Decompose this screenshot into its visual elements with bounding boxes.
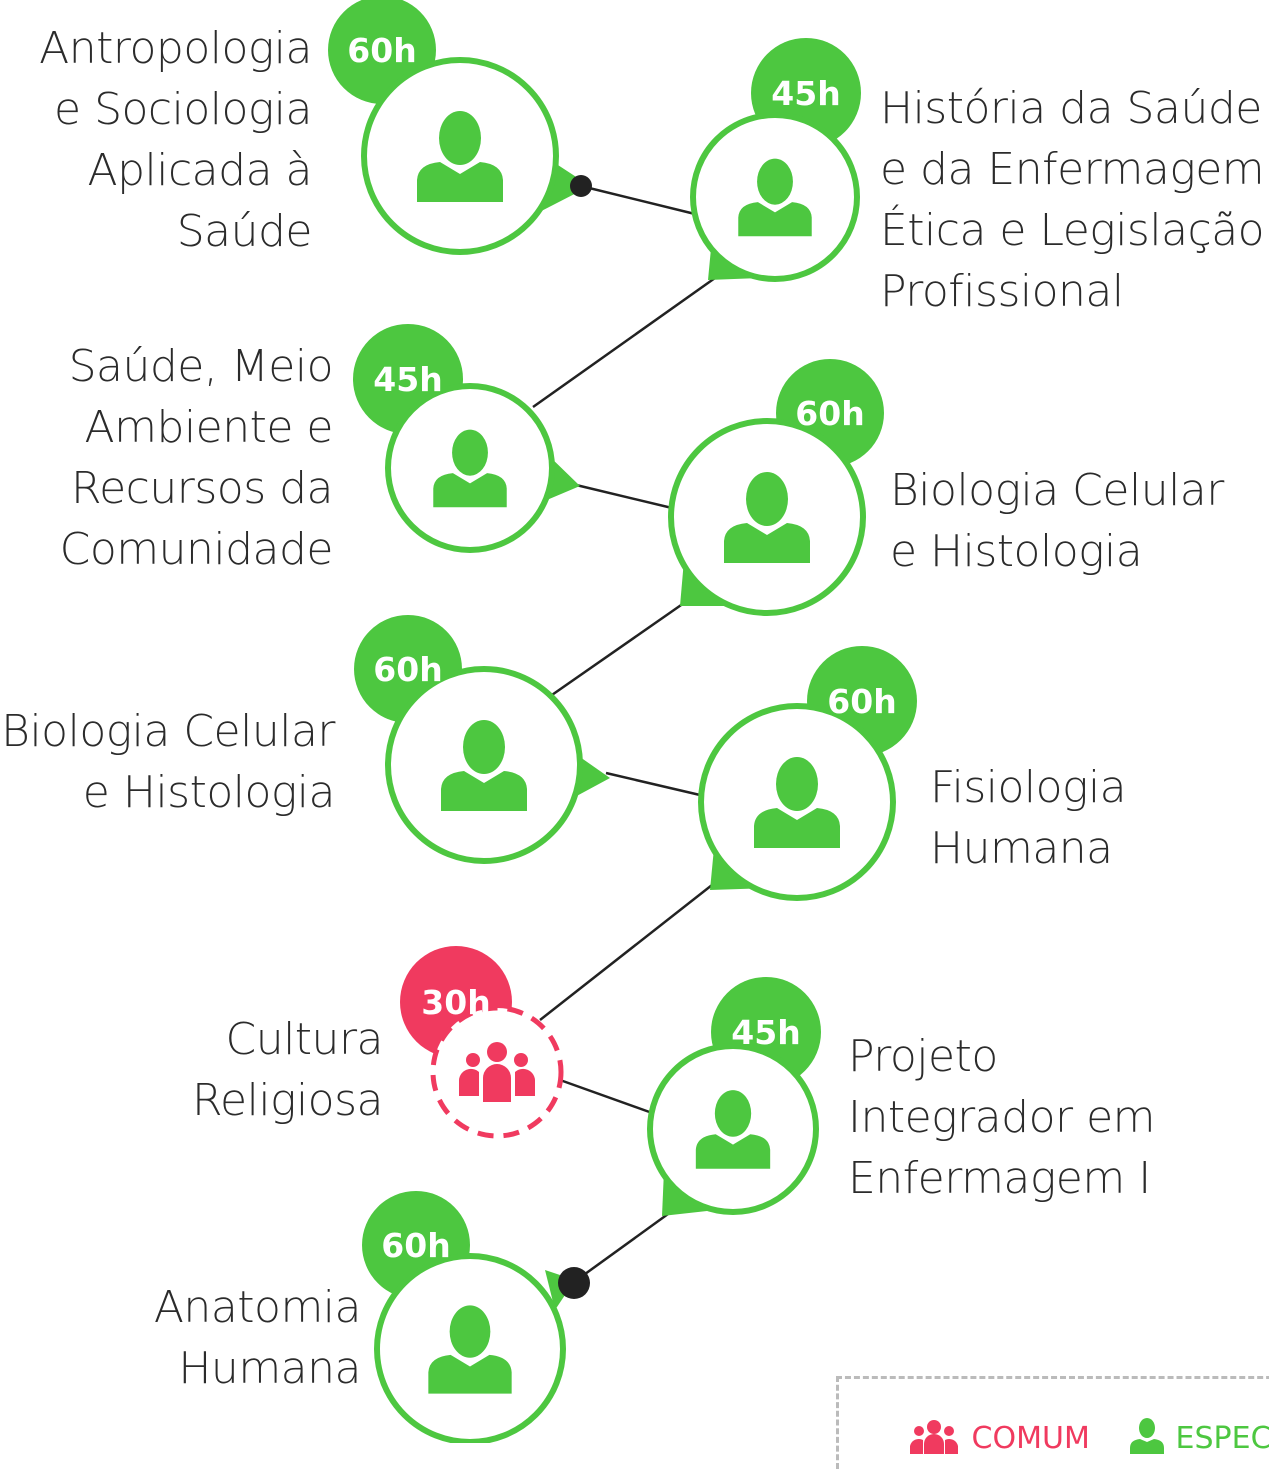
hours-label: 60h [827, 682, 896, 721]
person-icon [776, 757, 818, 811]
person-body [738, 202, 812, 237]
node-biologia-1: 60h [668, 359, 884, 616]
person-icon [1130, 1418, 1164, 1454]
legend-especifica-label: ESPEC [1175, 1421, 1269, 1456]
person-icon [746, 472, 788, 526]
legend-comum-label: COMUM [971, 1421, 1090, 1456]
hours-label: 60h [795, 394, 864, 433]
person-icon [757, 158, 793, 205]
label-line: Antropologia [39, 23, 312, 74]
group-icon [910, 1420, 958, 1454]
label-line: Aplicada à [87, 145, 313, 196]
person-icon [463, 720, 505, 774]
connector-line [548, 601, 685, 699]
label-line: Enfermagem I [848, 1153, 1151, 1204]
label-line: Cultura [225, 1014, 383, 1065]
label-line: Saúde, Meio [68, 341, 334, 392]
label-line: e da Enfermagem, [880, 144, 1269, 195]
connector-line [539, 884, 713, 1021]
person-body [417, 162, 503, 202]
label-line: Biologia Celular [890, 465, 1224, 516]
node-fisiologia: 60h [698, 646, 917, 901]
hours-label: 45h [731, 1013, 800, 1052]
group-icon [487, 1042, 507, 1062]
label-line: e Sociologia [54, 84, 312, 135]
connector-line [571, 482, 673, 510]
hours-label: 30h [421, 983, 490, 1022]
person-body [695, 1134, 771, 1169]
person-body [428, 1354, 512, 1394]
connector-dot [570, 175, 592, 197]
person-body [433, 473, 507, 508]
node-historia: 45h [690, 38, 861, 282]
label-line: Religiosa [191, 1075, 384, 1126]
label-line: Anatomia [153, 1282, 362, 1333]
legend-especifica: ESPEC [1128, 1418, 1269, 1459]
label-line: Profissional [880, 266, 1124, 317]
person-icon [439, 111, 481, 165]
person-icon [714, 1090, 752, 1137]
label-line: Biologia Celular [1, 706, 335, 757]
connector-line [580, 184, 696, 216]
node-cultura: 30h [400, 946, 564, 1139]
label-line: História da Saúde [880, 83, 1262, 134]
hours-label: 60h [381, 1226, 450, 1265]
connector-dot [558, 1267, 590, 1299]
group-head-right [514, 1053, 528, 1067]
label-line: e Histologia [890, 526, 1143, 577]
label-line: Humana [930, 823, 1113, 874]
person-icon [452, 429, 488, 476]
label-biologia-2: Biologia Celular e Histologia [1, 701, 335, 823]
label-historia: História da Saúde e da Enfermagem, Ética e… [880, 78, 1269, 322]
label-biologia-1: Biologia Celular e Histologia [890, 460, 1224, 582]
hours-label: 60h [373, 650, 442, 689]
label-line: Fisiologia [930, 762, 1127, 813]
hours-label: 45h [373, 360, 442, 399]
connector-line [605, 771, 701, 797]
person-body [754, 808, 840, 848]
node-projeto: 45h [647, 977, 821, 1216]
hours-label: 45h [771, 74, 840, 113]
person-body [724, 523, 810, 563]
group-body-center [483, 1064, 511, 1102]
label-line: e Histologia [82, 767, 336, 818]
label-line: Projeto [848, 1031, 998, 1082]
label-line: Integrador em [848, 1092, 1156, 1143]
hours-label: 60h [347, 31, 416, 70]
label-line: Ambiente e [84, 402, 334, 453]
node-anatomia: 60h [362, 1191, 575, 1443]
group-body-right [515, 1068, 535, 1096]
label-line: Saúde [176, 206, 313, 257]
node-antropologia: 60h [328, 0, 590, 255]
legend-comum: COMUM [906, 1418, 1090, 1459]
label-line: Recursos da [71, 463, 333, 514]
group-body-left [459, 1068, 479, 1096]
person-body [441, 771, 527, 811]
legend [836, 1376, 1269, 1469]
person-icon [449, 1305, 491, 1358]
label-line: Ética e Legislação [880, 205, 1265, 256]
label-line: Comunidade [59, 524, 334, 575]
connector-line [532, 276, 716, 409]
label-line: Humana [178, 1343, 361, 1394]
connector-line [573, 1212, 669, 1284]
node-saude-meio: 45h [353, 324, 580, 553]
group-head-left [466, 1053, 480, 1067]
connector-line [559, 1078, 656, 1116]
node-biologia-2: 60h [354, 615, 610, 864]
